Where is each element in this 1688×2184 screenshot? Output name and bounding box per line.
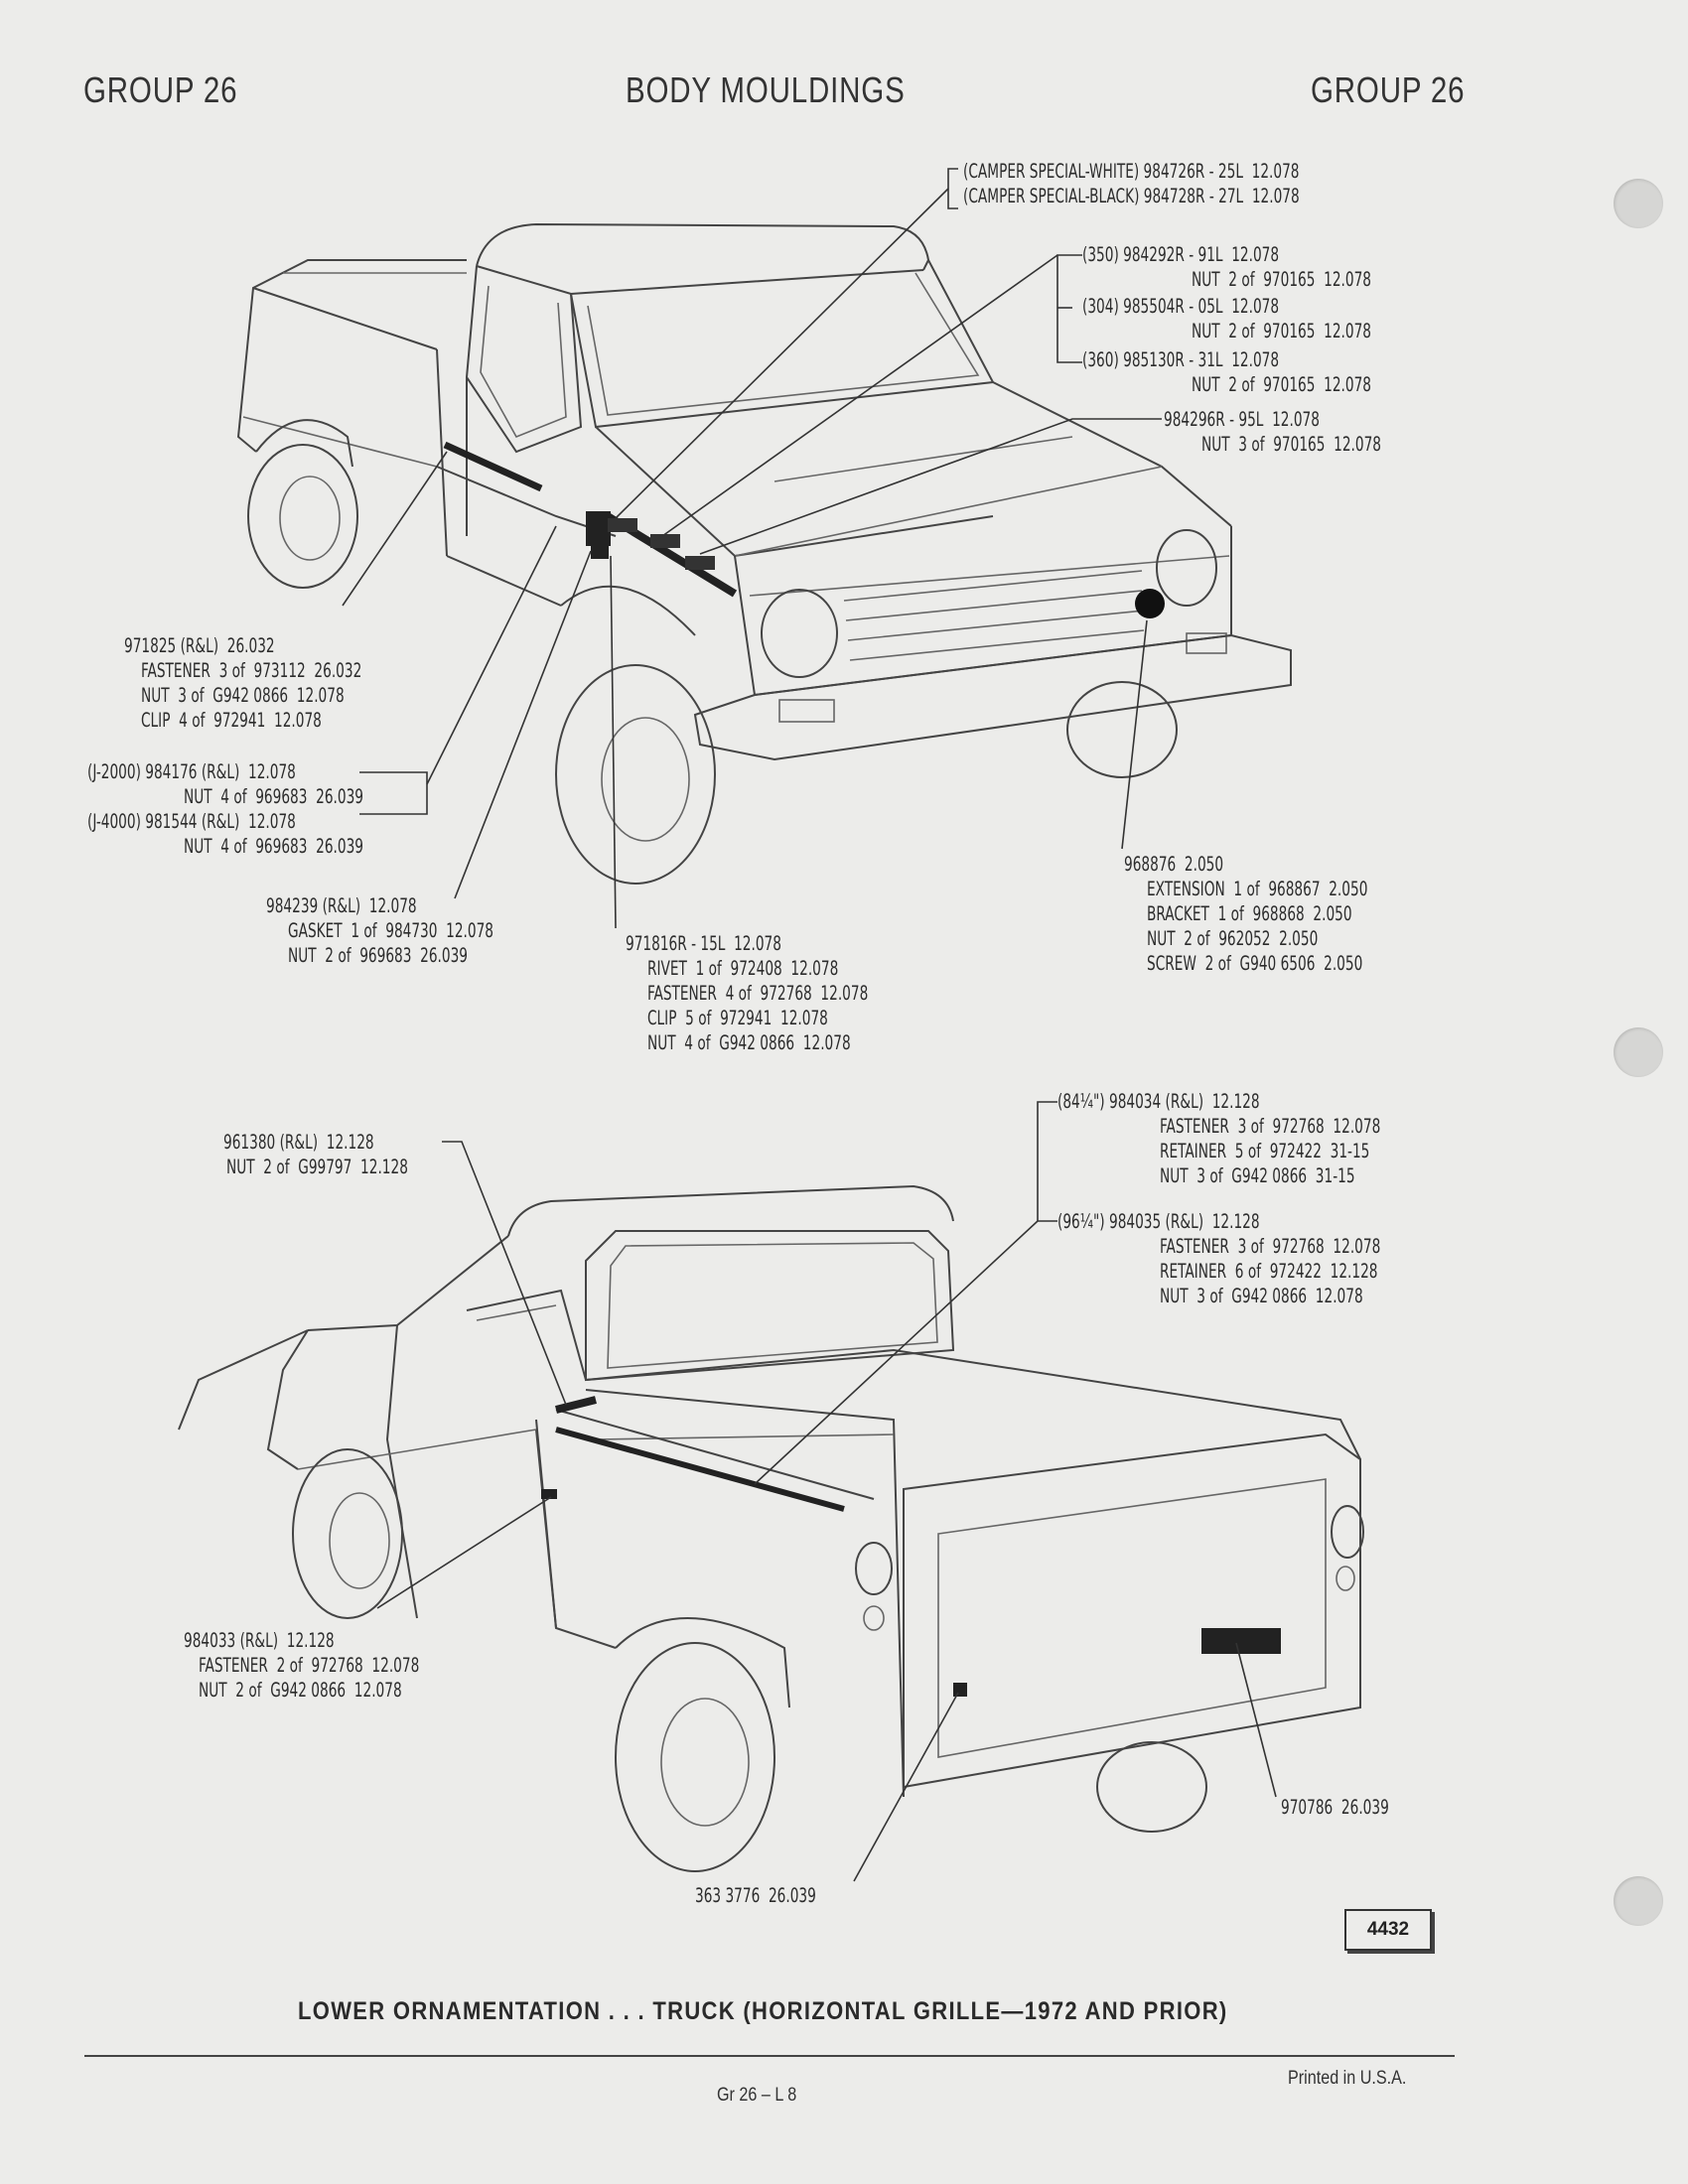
callout-984033-fastener: FASTENER 2 of 972768 12.078 (199, 1654, 420, 1677)
callout-984239-gasket: GASKET 1 of 984730 12.078 (288, 919, 494, 942)
callout-968876-screw: SCREW 2 of G940 6506 2.050 (1147, 952, 1363, 975)
bottom-truck-drawing (178, 1184, 1364, 1872)
footer-divider (84, 2055, 1455, 2057)
header-title: BODY MOULDINGS (626, 69, 906, 110)
callout-970786: 970786 26.039 (1281, 1796, 1389, 1819)
binder-hole-top (1614, 179, 1663, 228)
page-number: Gr 26 – L 8 (717, 2085, 797, 2106)
callout-968876-bracket: BRACKET 1 of 968868 2.050 (1147, 902, 1352, 925)
callout-984034-fastener: FASTENER 3 of 972768 12.078 (1160, 1115, 1381, 1138)
bottom-leader-lines (376, 1101, 1277, 1882)
callout-984035: (96¼") 984035 (R&L) 12.128 (1057, 1210, 1260, 1233)
header-group-right: GROUP 26 (1311, 69, 1466, 110)
top-leader-lines (342, 168, 1162, 929)
callout-968876: 968876 2.050 (1124, 853, 1224, 876)
callout-971816: 971816R - 15L 12.078 (626, 932, 781, 955)
header-group-left: GROUP 26 (83, 69, 238, 110)
callout-j4000: (J-4000) 981544 (R&L) 12.078 (87, 810, 296, 833)
callout-984296: 984296R - 95L 12.078 (1164, 408, 1320, 431)
callout-350-nut: NUT 2 of 970165 12.078 (1192, 268, 1372, 291)
callout-984239-nut: NUT 2 of 969683 26.039 (288, 944, 469, 967)
callout-971816-fastener: FASTENER 4 of 972768 12.078 (647, 982, 869, 1005)
top-truck-drawing (236, 222, 1292, 885)
binder-hole-bottom (1614, 1876, 1663, 1926)
callout-971825-nut: NUT 3 of G942 0866 12.078 (141, 684, 345, 707)
callout-971816-rivet: RIVET 1 of 972408 12.078 (647, 957, 839, 980)
callout-j2000: (J-2000) 984176 (R&L) 12.078 (87, 760, 296, 783)
callout-camper-black: (CAMPER SPECIAL-BLACK) 984728R - 27L 12.… (963, 185, 1300, 207)
callout-968876-extension: EXTENSION 1 of 968867 2.050 (1147, 878, 1368, 900)
callout-984239: 984239 (R&L) 12.078 (266, 894, 417, 917)
callout-j2000-nut: NUT 4 of 969683 26.039 (184, 785, 364, 808)
callout-304-nut: NUT 2 of 970165 12.078 (1192, 320, 1372, 342)
callout-971816-nut: NUT 4 of G942 0866 12.078 (647, 1031, 851, 1054)
callout-304-moulding: (304) 985504R - 05L 12.078 (1082, 295, 1280, 318)
callout-968876-nut: NUT 2 of 962052 2.050 (1147, 927, 1319, 950)
callout-984034-retainer: RETAINER 5 of 972422 31-15 (1160, 1140, 1370, 1162)
callout-350-moulding: (350) 984292R - 91L 12.078 (1082, 243, 1280, 266)
callout-360-moulding: (360) 985130R - 31L 12.078 (1082, 348, 1280, 371)
callout-984035-retainer: RETAINER 6 of 972422 12.128 (1160, 1260, 1378, 1283)
callout-984034: (84¼") 984034 (R&L) 12.128 (1057, 1090, 1260, 1113)
callout-961380-nut: NUT 2 of G99797 12.128 (226, 1156, 408, 1178)
binder-hole-middle (1614, 1027, 1663, 1077)
callout-984034-nut: NUT 3 of G942 0866 31-15 (1160, 1164, 1355, 1187)
figure-number-badge: 4432 (1344, 1909, 1432, 1951)
figure-caption: LOWER ORNAMENTATION . . . TRUCK (HORIZON… (298, 1997, 1228, 2025)
callout-971825-clip: CLIP 4 of 972941 12.078 (141, 709, 322, 732)
callout-984033: 984033 (R&L) 12.128 (184, 1629, 335, 1652)
callout-984035-nut: NUT 3 of G942 0866 12.078 (1160, 1285, 1363, 1307)
callout-984033-nut: NUT 2 of G942 0866 12.078 (199, 1679, 402, 1702)
callout-360-nut: NUT 2 of 970165 12.078 (1192, 373, 1372, 396)
callout-971825: 971825 (R&L) 26.032 (124, 634, 275, 657)
callout-984296-nut: NUT 3 of 970165 12.078 (1201, 433, 1382, 456)
printed-in-usa: Printed in U.S.A. (1288, 2068, 1407, 2089)
callout-971816-clip: CLIP 5 of 972941 12.078 (647, 1007, 828, 1029)
callout-3633776: 363 3776 26.039 (695, 1884, 816, 1907)
callout-971825-fastener: FASTENER 3 of 973112 26.032 (141, 659, 362, 682)
callout-camper-white: (CAMPER SPECIAL-WHITE) 984726R - 25L 12.… (963, 160, 1300, 183)
callout-984035-fastener: FASTENER 3 of 972768 12.078 (1160, 1235, 1381, 1258)
callout-j4000-nut: NUT 4 of 969683 26.039 (184, 835, 364, 858)
callout-961380: 961380 (R&L) 12.128 (223, 1131, 374, 1154)
